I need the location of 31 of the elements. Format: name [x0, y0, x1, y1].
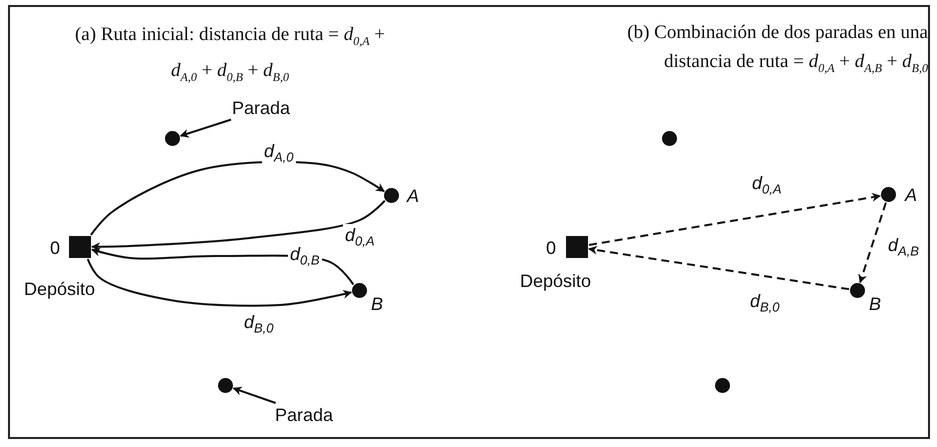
route-arrow	[588, 246, 850, 290]
panel-title: (a) Ruta inicial: distancia de ruta = d$_{0,A}$ + d$_{A,0}$ + d$_{0,B}$ + d$_{B,0}$	[74, 23, 386, 86]
stop-dot	[218, 378, 233, 393]
route-arrow	[91, 248, 354, 286]
depot-marker	[69, 236, 91, 258]
stop-label: Parada	[275, 404, 345, 426]
stop-dot	[881, 187, 896, 202]
stop-label: Parada	[232, 97, 302, 119]
point-label: A	[905, 184, 918, 206]
depot-label: Depósito	[520, 270, 592, 292]
stop-dot	[384, 188, 399, 203]
stop-dot	[850, 283, 865, 298]
node-number: 0	[546, 237, 556, 259]
route-arrow	[588, 192, 881, 246]
route-arrow	[86, 258, 352, 307]
route-arrow	[858, 202, 887, 284]
point-label: B	[371, 293, 384, 315]
route-arrow	[91, 200, 386, 252]
point-label: A	[407, 185, 420, 207]
leader-arrow	[180, 118, 232, 138]
stop-dot	[165, 131, 180, 146]
depot-label: Depósito	[24, 278, 96, 300]
stop-dot	[352, 283, 367, 298]
panel-title: (b) Combinación de dos paradas en una distancia de ruta = d$_{0,A}$ + d$_{A,B}$ + d$_{B,0}$	[626, 21, 928, 77]
route-arrow	[90, 160, 385, 236]
point-label: B	[869, 293, 882, 315]
node-number: 0	[50, 237, 60, 259]
stop-dot	[715, 378, 730, 393]
stop-dot	[662, 131, 677, 146]
leader-arrow	[232, 386, 276, 404]
depot-marker	[566, 236, 588, 258]
